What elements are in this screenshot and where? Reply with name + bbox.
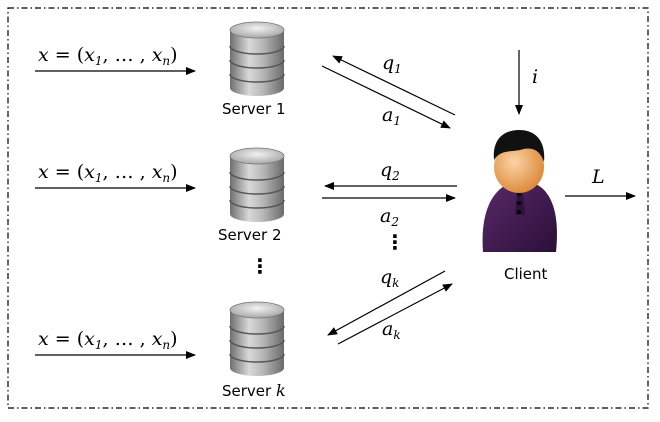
server-k-label: Server k <box>222 380 286 402</box>
query-var: q <box>382 52 395 74</box>
input-xn: x <box>151 328 163 350</box>
answer-var: a <box>382 318 394 340</box>
answer-sub: k <box>393 328 401 342</box>
server-k-label-prefix: Server <box>222 382 276 400</box>
query-label-server-2: q2 <box>380 159 400 187</box>
input-xn-sub: n <box>162 54 171 68</box>
server-k-label-var: k <box>275 381 286 400</box>
input-var: x <box>38 44 49 66</box>
input-mid: , … , <box>102 161 152 183</box>
server-2-label: Server 2 <box>218 226 282 244</box>
answer-label-server-1: a1 <box>382 104 401 132</box>
input-var: x <box>38 161 49 183</box>
servers-ellipsis: ⋮ <box>250 254 270 278</box>
database-icon <box>229 21 285 96</box>
client-output-label: L <box>592 166 605 188</box>
query-var: q <box>380 266 393 288</box>
database-icon <box>229 301 285 376</box>
input-xn-sub: n <box>162 338 171 352</box>
answer-var: a <box>382 104 394 126</box>
input-label-server-2: x = (x1, … , xn) <box>38 161 178 189</box>
answer-label-server-k: ak <box>382 318 401 346</box>
input-xn: x <box>151 161 163 183</box>
answer-sub: 2 <box>391 215 399 229</box>
query-arrow-server-k <box>327 270 446 336</box>
query-label-server-k: qk <box>380 266 399 294</box>
answer-sub: 1 <box>393 114 401 128</box>
diagram-border <box>7 7 649 409</box>
input-eq: = ( <box>54 328 85 350</box>
input-end: ) <box>170 44 178 66</box>
database-icon <box>229 147 285 222</box>
client-input-label: i <box>532 66 539 88</box>
query-sub: k <box>392 276 400 290</box>
input-label-server-1: x = (x1, … , xn) <box>38 44 178 72</box>
input-x1-sub: 1 <box>94 171 103 185</box>
answer-arrow-server-k <box>337 283 453 345</box>
user-icon <box>482 130 557 252</box>
input-xn: x <box>151 44 163 66</box>
input-mid: , … , <box>102 328 152 350</box>
input-label-server-k: x = (x1, … , xn) <box>38 328 178 356</box>
input-x1: x <box>84 161 95 183</box>
input-x1-sub: 1 <box>94 338 103 352</box>
answer-arrow-server-1 <box>321 65 451 129</box>
input-x1: x <box>84 328 95 350</box>
input-end: ) <box>170 161 178 183</box>
query-label-server-1: q1 <box>382 52 402 80</box>
client-label: Client <box>504 265 548 283</box>
answer-label-server-2: a2 <box>380 205 399 233</box>
server-1-label: Server 1 <box>222 100 286 118</box>
input-end: ) <box>170 328 178 350</box>
input-xn-sub: n <box>162 171 171 185</box>
input-x1-sub: 1 <box>94 54 103 68</box>
input-x1: x <box>84 44 95 66</box>
input-mid: , … , <box>102 44 152 66</box>
input-eq: = ( <box>54 44 85 66</box>
query-sub: 2 <box>392 169 400 183</box>
query-arrow-server-1 <box>332 55 456 116</box>
query-var: q <box>380 159 393 181</box>
query-sub: 1 <box>394 62 402 76</box>
answer-var: a <box>380 205 392 227</box>
input-var: x <box>38 328 49 350</box>
input-eq: = ( <box>54 161 85 183</box>
messages-ellipsis: ⋮ <box>385 230 405 254</box>
